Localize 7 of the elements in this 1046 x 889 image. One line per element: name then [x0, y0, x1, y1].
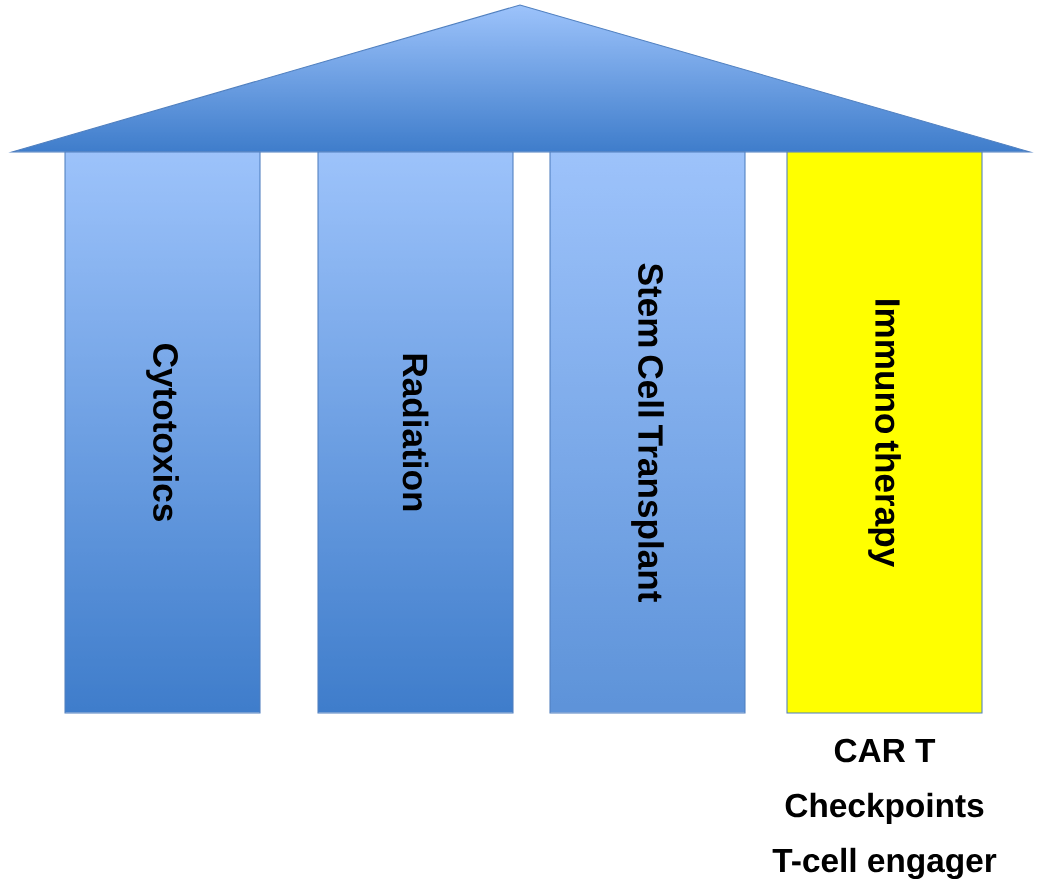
- caption-text: CAR T: [834, 738, 936, 763]
- pillar-box: Stem Cell Transplant: [549, 151, 746, 714]
- pillar-box: Cytotoxics: [64, 151, 261, 714]
- caption-text: Checkpoints: [785, 792, 984, 824]
- pillar-box: Immuno therapy: [786, 151, 983, 714]
- pillar-box: Radiation: [317, 151, 514, 714]
- caption-text: T-cell engager: [772, 847, 997, 880]
